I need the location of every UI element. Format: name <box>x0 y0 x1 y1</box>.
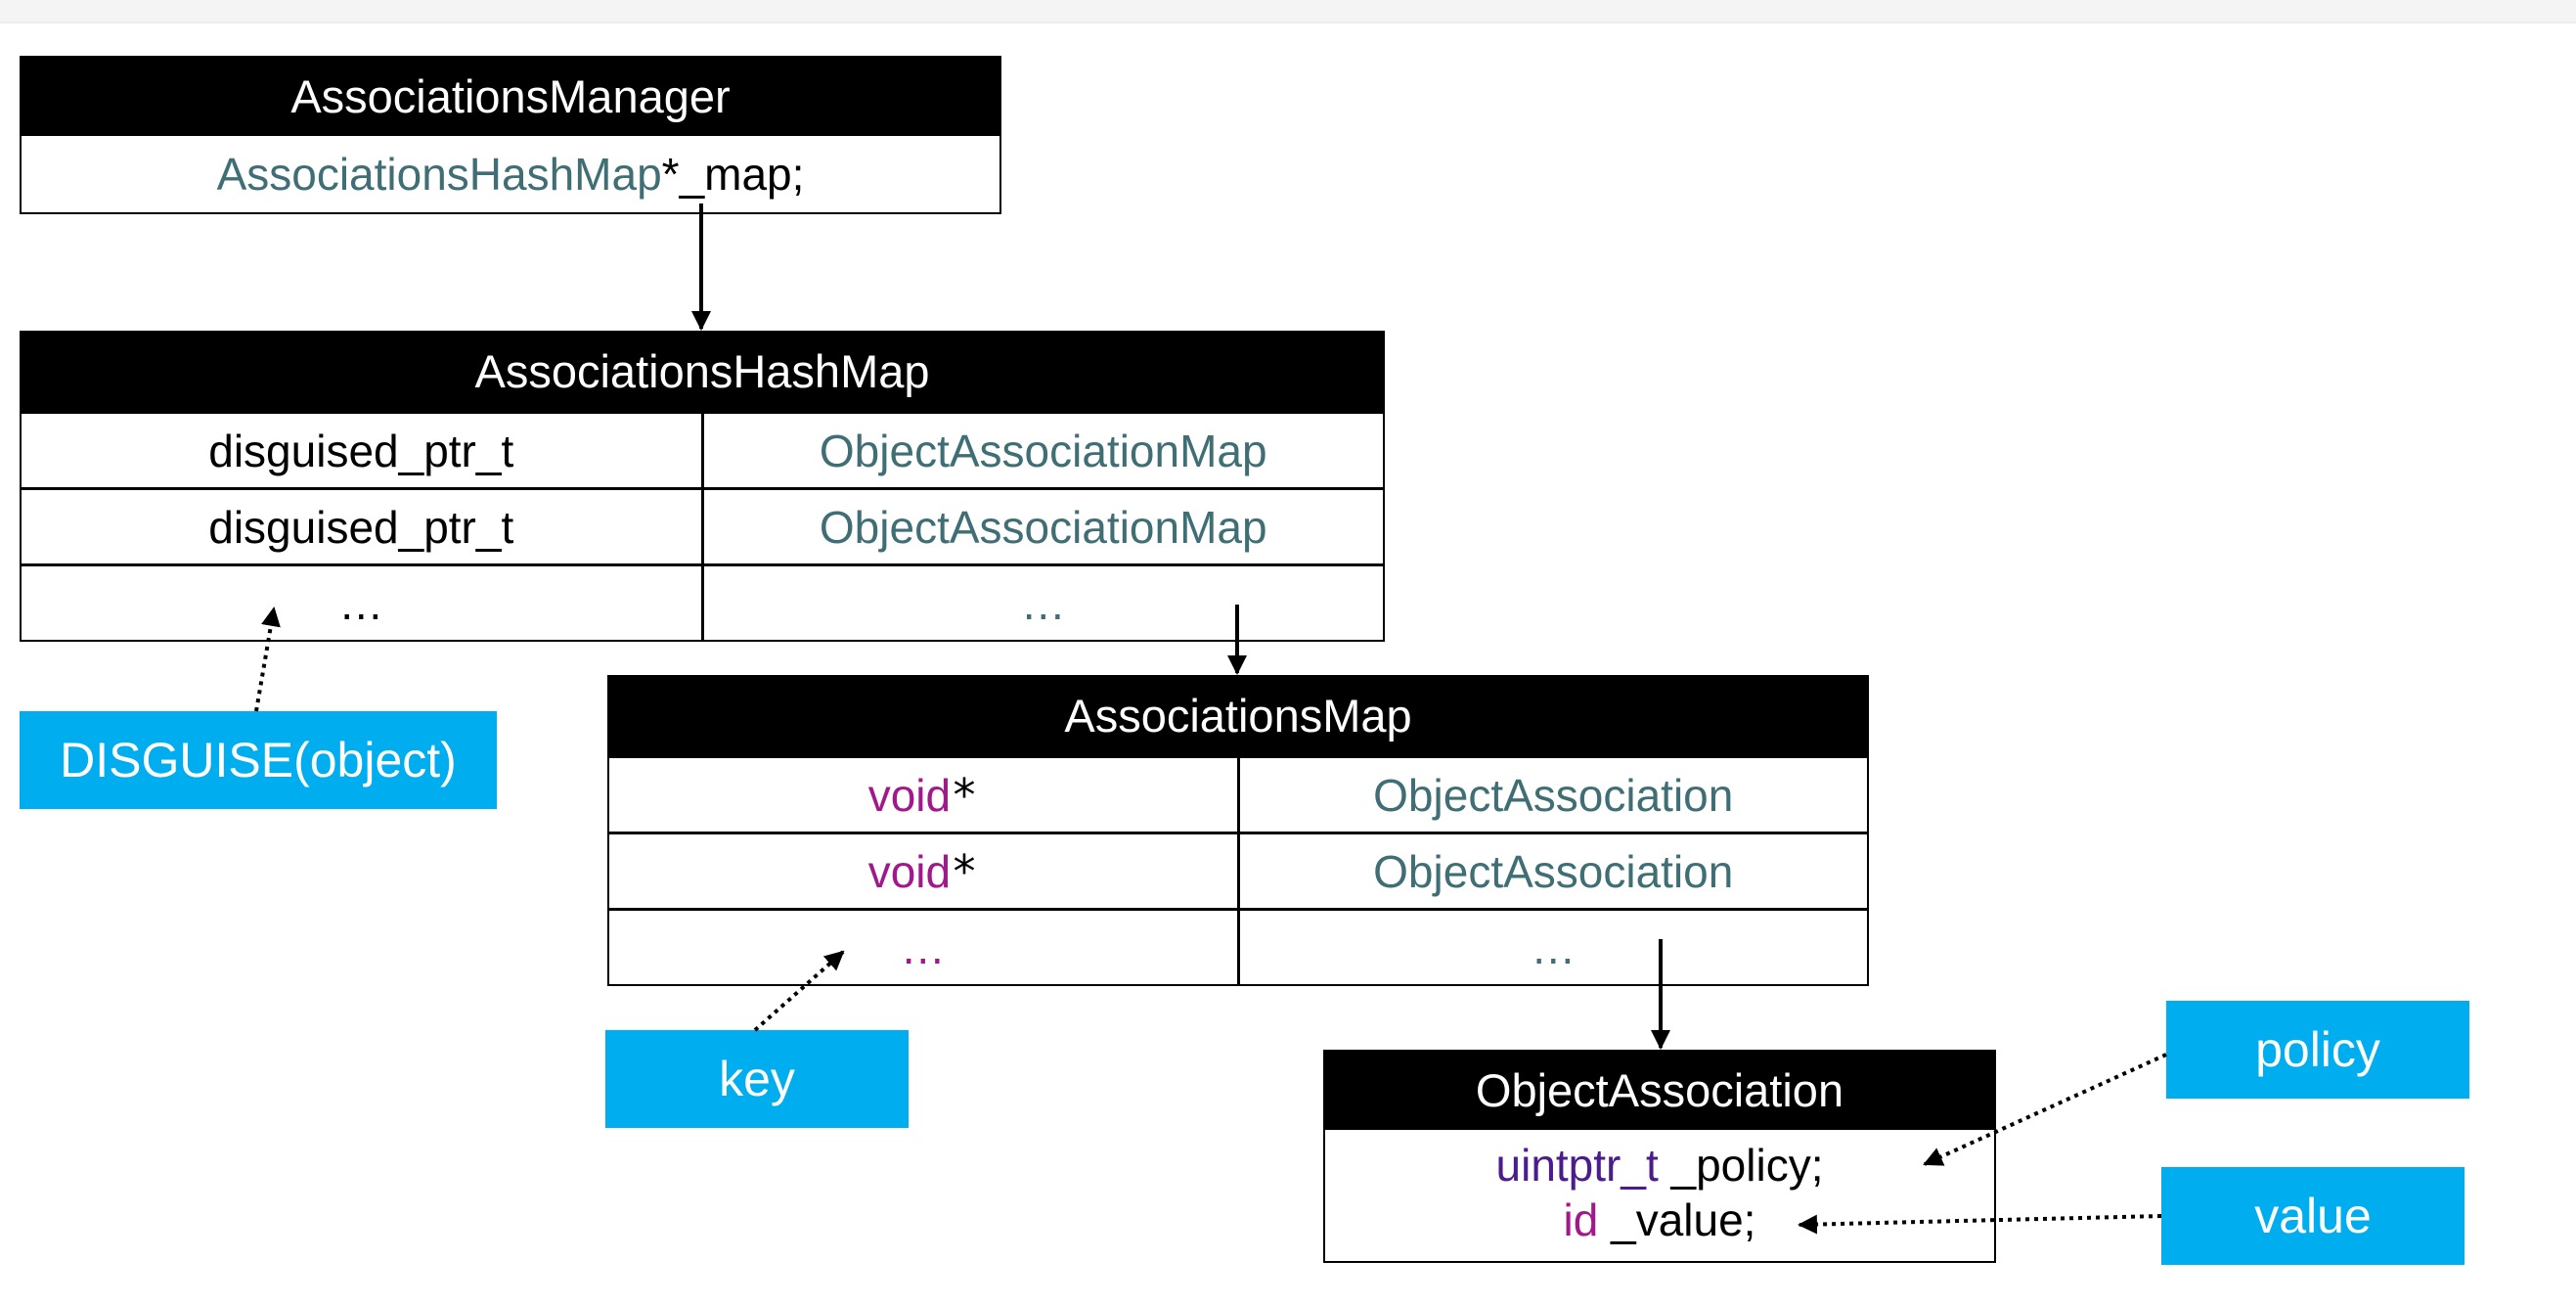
associations-manager-table: AssociationsManager AssociationsHashMap … <box>20 56 1001 214</box>
associations-manager-field: AssociationsHashMap *_map; <box>22 136 999 212</box>
disguise-label: DISGUISE(object) <box>20 711 497 809</box>
value-label: value <box>2161 1167 2465 1265</box>
key-type: void <box>867 845 952 897</box>
row-key: void * <box>609 758 1237 832</box>
table-row: … … <box>22 563 1383 640</box>
policy-label: policy <box>2166 1001 2469 1099</box>
associations-map-title: AssociationsMap <box>609 677 1867 755</box>
table-row: void * ObjectAssociation <box>609 832 1867 908</box>
field-type: uintptr_t <box>1495 1140 1659 1191</box>
associations-hash-map-table: AssociationsHashMap disguised_ptr_t Obje… <box>20 331 1385 642</box>
row-value: ObjectAssociation <box>1236 758 1868 832</box>
policy-field: uintptr_t _policy; <box>1325 1138 1994 1192</box>
row-value: ObjectAssociationMap <box>700 414 1384 487</box>
row-key-ellipsis: … <box>338 577 384 629</box>
row-key: void * <box>609 834 1237 908</box>
associations-map-table: AssociationsMap void * ObjectAssociation… <box>607 675 1869 986</box>
row-value-ellipsis: … <box>1236 911 1868 984</box>
row-key-ellipsis: … <box>609 911 1237 984</box>
table-row: disguised_ptr_t ObjectAssociationMap <box>22 411 1383 487</box>
field-name: _value; <box>1598 1194 1756 1245</box>
field-type: id <box>1563 1194 1599 1245</box>
object-association-title: ObjectAssociation <box>1325 1052 1994 1130</box>
key-label: key <box>605 1030 909 1128</box>
row-value: ObjectAssociation <box>1236 834 1868 908</box>
key-type: void <box>867 769 952 821</box>
row-key: disguised_ptr_t <box>208 425 514 476</box>
object-association-fields: uintptr_t _policy; id _value; <box>1325 1130 1994 1261</box>
field-type: AssociationsHashMap <box>216 149 662 200</box>
associations-manager-title: AssociationsManager <box>22 58 999 136</box>
key-pointer: * <box>951 844 978 898</box>
key-type: … <box>900 922 946 973</box>
key-pointer: * <box>951 768 978 822</box>
object-association-table: ObjectAssociation uintptr_t _policy; id … <box>1323 1050 1996 1263</box>
table-row: disguised_ptr_t ObjectAssociationMap <box>22 487 1383 563</box>
value-field: id _value; <box>1325 1192 1994 1247</box>
row-value: ObjectAssociationMap <box>700 490 1384 563</box>
table-row: void * ObjectAssociation <box>609 755 1867 832</box>
field-name: _policy; <box>1658 1140 1824 1191</box>
field-name: *_map; <box>661 149 805 200</box>
row-value-ellipsis: … <box>700 566 1384 640</box>
row-key: disguised_ptr_t <box>208 501 514 553</box>
top-divider <box>0 0 2576 23</box>
associations-hash-map-title: AssociationsHashMap <box>22 333 1383 411</box>
table-row: … … <box>609 908 1867 984</box>
